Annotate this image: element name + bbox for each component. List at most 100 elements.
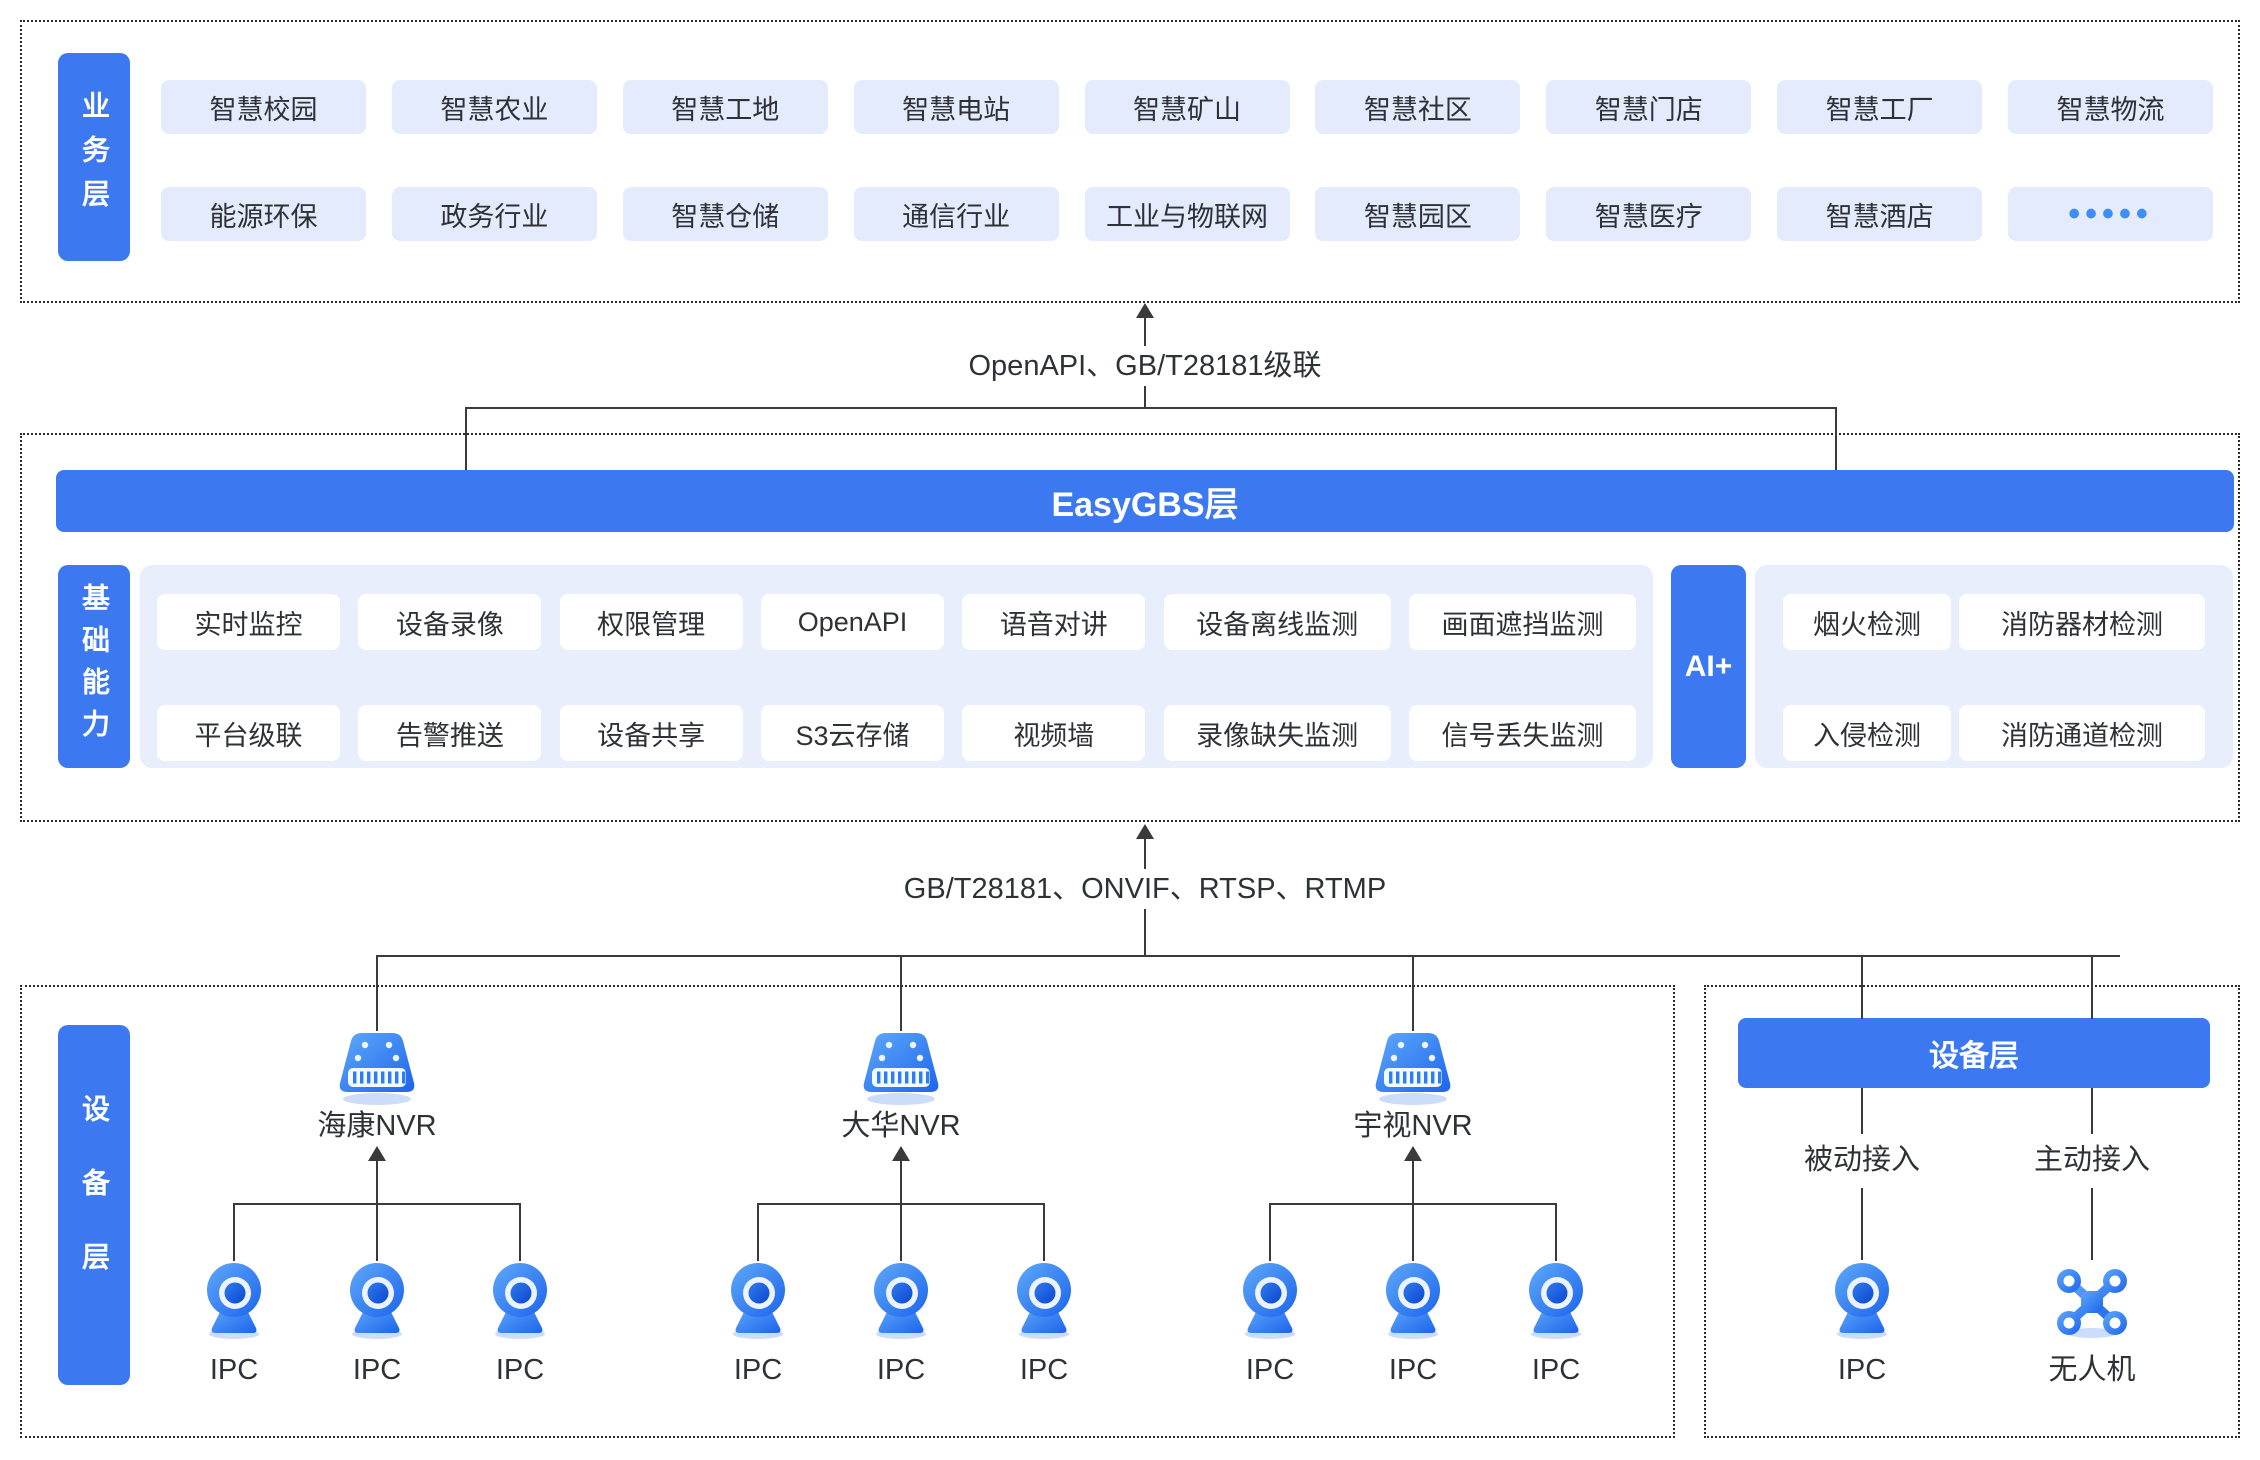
ai-capability-item: 烟火检测 (1783, 594, 1951, 650)
business-item: 智慧医疗 (1546, 187, 1752, 241)
top-connector-label: OpenAPI、GB/T28181级联 (954, 346, 1336, 386)
ip-camera-icon (731, 1263, 785, 1339)
capability-row-1: 实时监控 设备录像 权限管理 OpenAPI 语音对讲 设备离线监测 画面遮挡监… (140, 594, 1653, 650)
connector-line (1269, 1203, 1271, 1261)
capability-item: OpenAPI (760, 594, 944, 650)
connector-line (377, 955, 2120, 957)
business-item: 智慧农业 (391, 80, 597, 134)
ip-camera-icon (1017, 1263, 1071, 1339)
ip-camera-icon (874, 1263, 928, 1339)
business-item: 工业与物联网 (1084, 187, 1290, 241)
connector-line (1412, 955, 1414, 1031)
connector-line (233, 1203, 235, 1261)
business-item: 智慧仓储 (622, 187, 828, 241)
capability-item: S3云存储 (760, 705, 944, 761)
arrow-up-to-nvr (1404, 1146, 1422, 1161)
connector-line (900, 955, 902, 1031)
nvr-recorder-icon (339, 1033, 415, 1105)
business-item: 智慧工地 (622, 80, 828, 134)
ipc-label: IPC (733, 1354, 783, 1386)
business-item: 智慧酒店 (1777, 187, 1983, 241)
drone-label: 无人机 (2048, 1354, 2136, 1386)
connector-line (900, 1203, 902, 1261)
connector-line (465, 407, 467, 470)
ai-capability-item: 消防通道检测 (1959, 705, 2205, 761)
business-item: 智慧工厂 (1777, 80, 1983, 134)
base-capability-tab: 基础能力 (58, 565, 130, 768)
arrow-up-to-easygbs (1136, 824, 1154, 839)
nvr-label: 宇视NVR (1353, 1110, 1473, 1142)
device-layer-title-bar: 设备层 (1738, 1018, 2210, 1088)
ip-camera-icon (1835, 1263, 1889, 1339)
business-item: 智慧社区 (1315, 80, 1521, 134)
ip-camera-icon (207, 1263, 261, 1339)
capability-item: 画面遮挡监测 (1408, 594, 1636, 650)
capability-item: 设备离线监测 (1163, 594, 1391, 650)
easygbs-title-bar: EasyGBS层 (56, 470, 2234, 532)
business-item: 智慧园区 (1315, 187, 1521, 241)
capability-item: 设备共享 (559, 705, 743, 761)
ip-camera-icon (350, 1263, 404, 1339)
business-item: 智慧电站 (853, 80, 1059, 134)
capability-row-2: 平台级联 告警推送 设备共享 S3云存储 视频墙 录像缺失监测 信号丢失监测 (140, 705, 1653, 761)
business-item: 智慧物流 (2008, 80, 2213, 134)
capability-item: 视频墙 (962, 705, 1146, 761)
easygbs-layer-section: EasyGBS层 基础能力 实时监控 设备录像 权限管理 OpenAPI 语音对… (20, 433, 2240, 822)
capability-item: 信号丢失监测 (1408, 705, 1636, 761)
ipc-label: IPC (1019, 1354, 1069, 1386)
connector-line (2091, 1188, 2093, 1260)
business-layer-section: 业务层 智慧校园 智慧农业 智慧工地 智慧电站 智慧矿山 智慧社区 智慧门店 智… (20, 20, 2240, 303)
capability-item: 权限管理 (559, 594, 743, 650)
ip-camera-icon (1243, 1263, 1297, 1339)
capability-item: 平台级联 (157, 705, 340, 761)
business-item: 能源环保 (161, 187, 366, 241)
ip-camera-icon (1386, 1263, 1440, 1339)
connector-line (1861, 1188, 1863, 1260)
ai-capability-item: 消防器材检测 (1959, 594, 2205, 650)
connector-line (376, 1203, 378, 1261)
capability-item: 告警推送 (358, 705, 542, 761)
passive-access-label: 被动接入 (1803, 1144, 1921, 1176)
connector-line (1412, 1203, 1414, 1261)
ipc-label: IPC (1245, 1354, 1295, 1386)
business-item: 通信行业 (853, 187, 1059, 241)
active-access-label: 主动接入 (2033, 1144, 2151, 1176)
connector-line (757, 1203, 759, 1261)
capability-item: 语音对讲 (962, 594, 1146, 650)
arrow-up-to-business (1136, 303, 1154, 318)
connector-line (1835, 407, 1837, 470)
ip-camera-icon (493, 1263, 547, 1339)
nvr-recorder-icon (863, 1033, 939, 1105)
connector-line (1861, 955, 1863, 1019)
ai-capability-panel: 烟火检测 消防器材检测 入侵检测 消防通道检测 (1755, 565, 2233, 768)
ai-capability-item: 入侵检测 (1783, 705, 1951, 761)
capability-item: 实时监控 (157, 594, 340, 650)
business-item: 智慧门店 (1546, 80, 1752, 134)
business-row-1: 智慧校园 智慧农业 智慧工地 智慧电站 智慧矿山 智慧社区 智慧门店 智慧工厂 … (161, 80, 2213, 134)
ip-camera-icon (1529, 1263, 1583, 1339)
ipc-label: IPC (1837, 1354, 1887, 1386)
device-layer-tab: 设备层 (58, 1025, 130, 1385)
business-item: 智慧校园 (161, 80, 366, 134)
nvr-label: 大华NVR (841, 1110, 961, 1142)
ipc-label: IPC (1388, 1354, 1438, 1386)
capability-item: 设备录像 (358, 594, 542, 650)
ipc-label: IPC (352, 1354, 402, 1386)
ipc-label: IPC (495, 1354, 545, 1386)
capability-item: 录像缺失监测 (1163, 705, 1391, 761)
ai-row-1: 烟火检测 消防器材检测 (1755, 594, 2233, 650)
ipc-label: IPC (1531, 1354, 1581, 1386)
business-item: 政务行业 (391, 187, 597, 241)
ipc-label: IPC (876, 1354, 926, 1386)
business-layer-tab: 业务层 (58, 53, 130, 261)
arrow-up-to-nvr (892, 1146, 910, 1161)
connector-line (376, 1159, 378, 1204)
ipc-label: IPC (209, 1354, 259, 1386)
connector-line (1043, 1203, 1045, 1261)
business-row-2: 能源环保 政务行业 智慧仓储 通信行业 工业与物联网 智慧园区 智慧医疗 智慧酒… (161, 187, 2213, 241)
drone-icon (2057, 1269, 2127, 1338)
connector-line (519, 1203, 521, 1261)
connector-line (376, 955, 378, 1031)
nvr-recorder-icon (1375, 1033, 1451, 1105)
connector-line (900, 1159, 902, 1204)
